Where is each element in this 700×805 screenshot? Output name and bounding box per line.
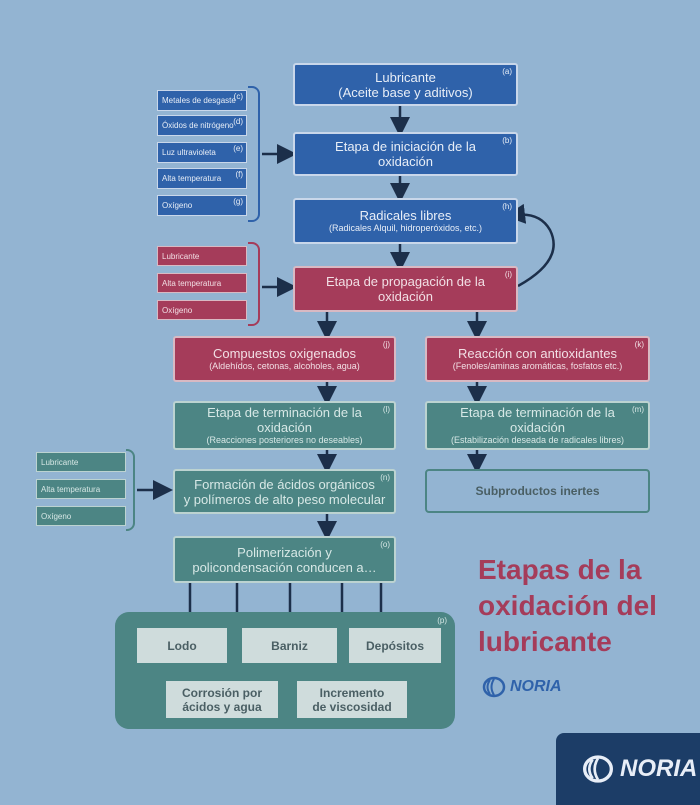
product-depositos: Depósitos <box>349 628 441 663</box>
factor-alta-temperatura: Alta temperatura (f) <box>157 168 247 189</box>
factor-metales-de-desgaste: Metales de desgaste (c) <box>157 90 247 111</box>
node-terminacion-no-deseable: (l) Etapa de terminación de la oxidación… <box>173 401 396 450</box>
arrow-i-h-loop <box>505 203 555 288</box>
product-barniz: Barniz <box>242 628 337 663</box>
product-corrosion: Corrosión por ácidos y agua <box>166 681 278 718</box>
factor-oxigeno: Oxígeno <box>36 506 126 526</box>
node-terminacion-deseada: (m) Etapa de terminación de la oxidación… <box>425 401 650 450</box>
initiation-factors-bracket <box>248 86 260 222</box>
node-radicales-libres: (h) Radicales libres (Radicales Alquil, … <box>293 198 518 244</box>
factor-lubricante: Lubricante <box>36 452 126 472</box>
product-incremento-viscosidad: Incremento de viscosidad <box>297 681 407 718</box>
node-reaccion-antioxidantes: (k) Reacción con antioxidantes (Fenoles/… <box>425 336 650 382</box>
product-lodo: Lodo <box>137 628 227 663</box>
noria-logo-footer: NORIA <box>556 733 700 805</box>
factor-oxidos-de-nitrogeno: Óxidos de nitrógeno (d) <box>157 115 247 136</box>
node-lubricante: (a) Lubricante (Aceite base y aditivos) <box>293 63 518 106</box>
noria-mark-icon <box>482 676 506 698</box>
node-propagacion: (i) Etapa de propagación de la oxidación <box>293 266 518 312</box>
factor-luz-ultravioleta: Luz ultravioleta (e) <box>157 142 247 163</box>
node-formacion-acidos: (n) Formación de ácidos orgánicos y polí… <box>173 469 396 514</box>
diagram-title: Etapas de la oxidación del lubricante <box>478 554 657 657</box>
noria-mark-icon <box>583 755 613 783</box>
factor-oxigeno: Oxígeno (g) <box>157 195 247 216</box>
node-compuestos-oxigenados: (j) Compuestos oxigenados (Aldehídos, ce… <box>173 336 396 382</box>
factor-alta-temperatura: Alta temperatura <box>157 273 247 293</box>
factor-alta-temperatura: Alta temperatura <box>36 479 126 499</box>
node-subproductos-inertes: Subproductos inertes <box>425 469 650 513</box>
factor-oxigeno: Oxígeno <box>157 300 247 320</box>
factor-lubricante: Lubricante <box>157 246 247 266</box>
propagation-factors-bracket <box>248 242 260 326</box>
node-iniciacion: (b) Etapa de iniciación de la oxidación <box>293 132 518 176</box>
node-polimerizacion: (o) Polimerización y policondensación co… <box>173 536 396 583</box>
noria-logo-small: NORIA <box>482 676 562 698</box>
formation-factors-bracket <box>126 449 135 531</box>
